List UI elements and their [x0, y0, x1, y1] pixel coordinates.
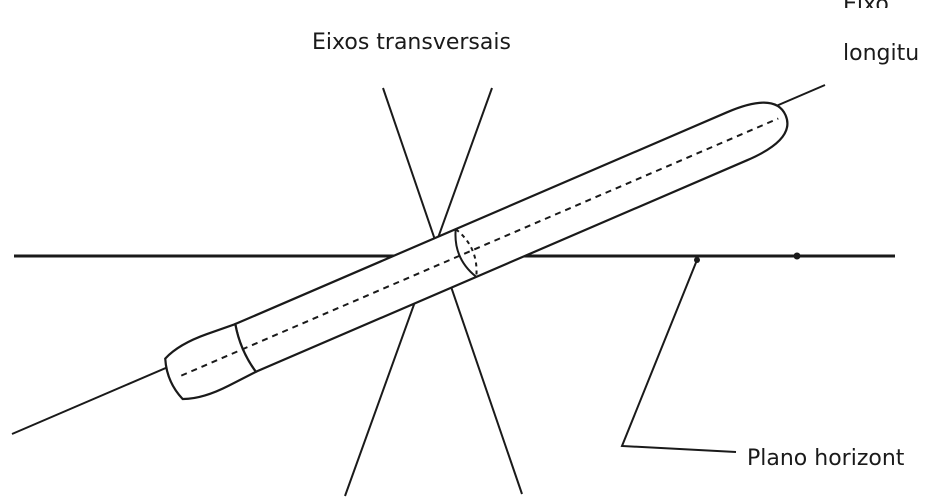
cross-section-front: [454, 229, 477, 278]
horizontal-plane-dot: [793, 252, 801, 260]
missile-body: [164, 101, 789, 401]
cross-section-back: [455, 228, 478, 277]
longitudinal-axis-label-top: Eixo: [843, 0, 889, 8]
transversal-axis-1: [382, 87, 523, 495]
transversal-axes-label: Eixos transversais: [312, 30, 511, 55]
longitudinal-axis-label: longitu: [843, 41, 920, 66]
horizontal-plane-label: Plano horizont: [747, 446, 905, 471]
missile-main-body: [234, 101, 789, 374]
horizontal-plane-leader: [620, 259, 737, 453]
missile-tail: [164, 322, 258, 401]
